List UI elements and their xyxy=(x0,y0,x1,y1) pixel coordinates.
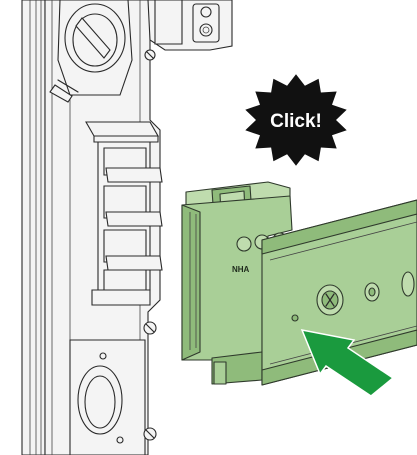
din-bracket xyxy=(85,121,163,306)
push-arrow-icon xyxy=(300,329,395,397)
lower-device xyxy=(69,321,157,455)
rotary-switch-housing xyxy=(49,0,133,103)
starburst-icon xyxy=(245,74,347,166)
click-callout-text: Click! xyxy=(270,111,322,132)
click-callout: Click! xyxy=(245,74,347,166)
part-label: NHA xyxy=(232,265,250,274)
green-accessory-module: NHA xyxy=(181,181,417,386)
chassis-rail xyxy=(21,0,46,455)
top-terminal-block xyxy=(144,0,233,61)
